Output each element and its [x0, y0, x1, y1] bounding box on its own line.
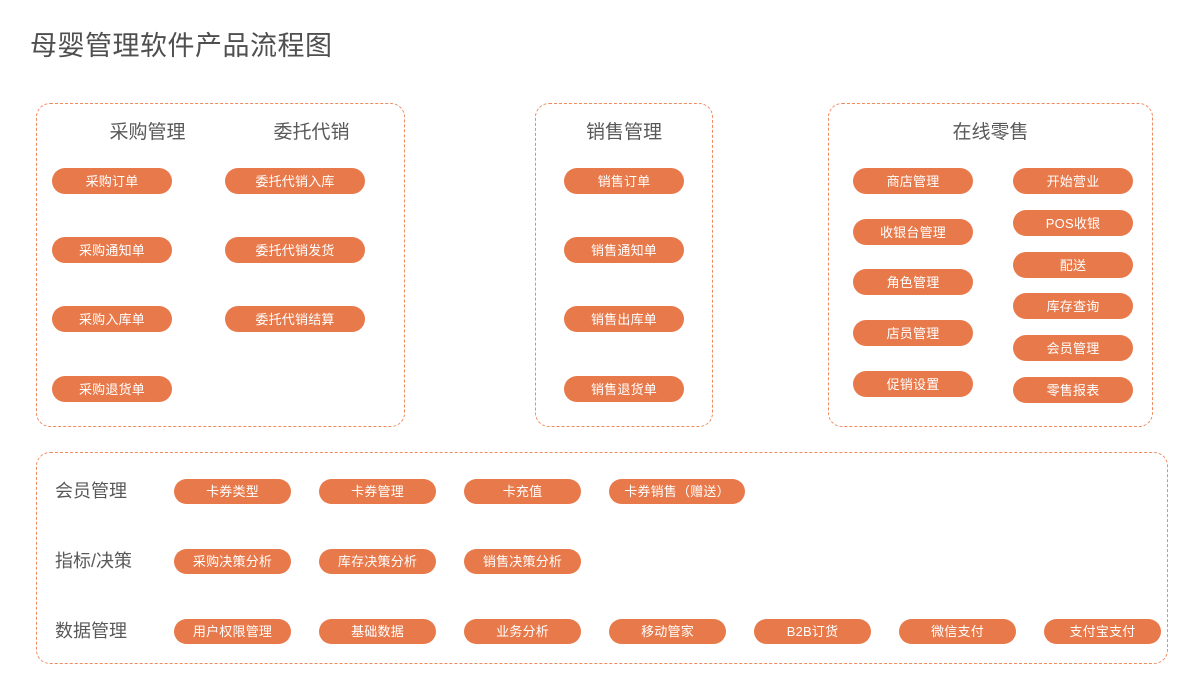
page-title: 母婴管理软件产品流程图 — [30, 31, 333, 61]
pill-member-management-retail[interactable]: 会员管理 — [1013, 335, 1133, 361]
pill-delivery[interactable]: 配送 — [1013, 252, 1133, 278]
pill-consignment-shipment[interactable]: 委托代销发货 — [225, 237, 365, 263]
panel-heading-consignment: 委托代销 — [273, 122, 350, 143]
row-label-data-management: 数据管理 — [55, 621, 127, 641]
pill-inventory-query[interactable]: 库存查询 — [1013, 293, 1133, 319]
pill-b2b-ordering[interactable]: B2B订货 — [754, 619, 871, 644]
pill-promotion-settings[interactable]: 促销设置 — [853, 371, 973, 397]
pill-sales-order[interactable]: 销售订单 — [564, 168, 684, 194]
pill-consignment-inbound[interactable]: 委托代销入库 — [225, 168, 365, 194]
panel-heading-sales: 销售管理 — [585, 122, 662, 143]
pill-wechat-pay[interactable]: 微信支付 — [899, 619, 1016, 644]
pill-sales-notice[interactable]: 销售通知单 — [564, 237, 684, 263]
pill-purchase-return[interactable]: 采购退货单 — [52, 376, 172, 402]
pill-card-sale-gift[interactable]: 卡券销售（赠送） — [609, 479, 745, 504]
row-label-member-management: 会员管理 — [55, 481, 127, 501]
pill-card-type[interactable]: 卡券类型 — [174, 479, 291, 504]
pill-user-permission-management[interactable]: 用户权限管理 — [174, 619, 291, 644]
pill-card-management[interactable]: 卡券管理 — [319, 479, 436, 504]
pill-basic-data[interactable]: 基础数据 — [319, 619, 436, 644]
panel-platform-services: 会员管理 卡券类型 卡券管理 卡充值 卡券销售（赠送） 指标/决策 采购决策分析… — [36, 452, 1168, 664]
pill-consignment-settlement[interactable]: 委托代销结算 — [225, 306, 365, 332]
panel-sales: 销售管理 销售订单 销售通知单 销售出库单 销售退货单 — [535, 103, 713, 427]
panel-heading-purchase: 采购管理 — [109, 122, 186, 143]
panel-purchase-consignment: 采购管理 委托代销 采购订单 采购通知单 采购入库单 采购退货单 委托代销入库 … — [36, 103, 405, 427]
pill-sales-return[interactable]: 销售退货单 — [564, 376, 684, 402]
pill-purchase-inbound[interactable]: 采购入库单 — [52, 306, 172, 332]
pill-purchase-decision-analysis[interactable]: 采购决策分析 — [174, 549, 291, 574]
pill-role-management[interactable]: 角色管理 — [853, 269, 973, 295]
pill-purchase-notice[interactable]: 采购通知单 — [52, 237, 172, 263]
pill-store-management[interactable]: 商店管理 — [853, 168, 973, 194]
row-label-metrics-decision: 指标/决策 — [55, 551, 133, 571]
pill-sales-outbound[interactable]: 销售出库单 — [564, 306, 684, 332]
pill-card-recharge[interactable]: 卡充值 — [464, 479, 581, 504]
pill-pos-checkout[interactable]: POS收银 — [1013, 210, 1133, 236]
pill-cashier-management[interactable]: 收银台管理 — [853, 219, 973, 245]
panel-online-retail: 在线零售 商店管理 收银台管理 角色管理 店员管理 促销设置 开始营业 POS收… — [828, 103, 1153, 427]
pill-purchase-order[interactable]: 采购订单 — [52, 168, 172, 194]
pill-business-analysis[interactable]: 业务分析 — [464, 619, 581, 644]
pill-inventory-decision-analysis[interactable]: 库存决策分析 — [319, 549, 436, 574]
panel-heading-online-retail: 在线零售 — [952, 122, 1029, 143]
pill-clerk-management[interactable]: 店员管理 — [853, 320, 973, 346]
pill-mobile-steward[interactable]: 移动管家 — [609, 619, 726, 644]
pill-retail-report[interactable]: 零售报表 — [1013, 377, 1133, 403]
pill-alipay-pay[interactable]: 支付宝支付 — [1044, 619, 1161, 644]
pill-start-business[interactable]: 开始营业 — [1013, 168, 1133, 194]
pill-sales-decision-analysis[interactable]: 销售决策分析 — [464, 549, 581, 574]
